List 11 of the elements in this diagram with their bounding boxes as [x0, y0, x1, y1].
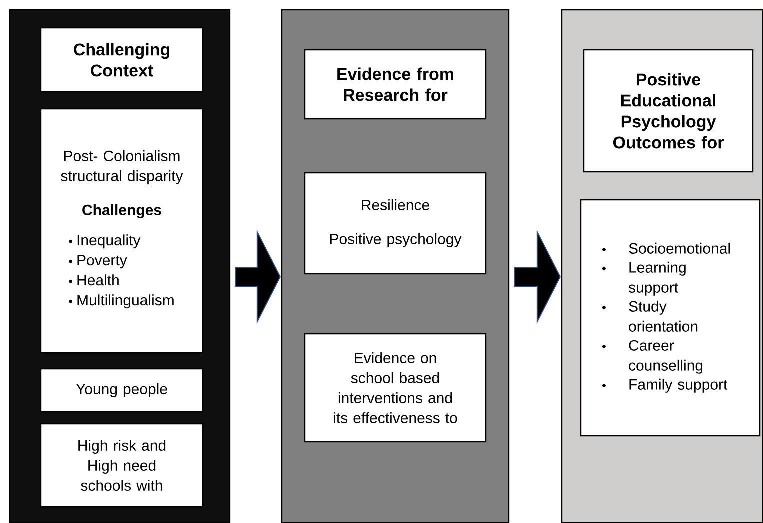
- text-box: Evidence on school based interventions and its effectiveness to: [304, 333, 487, 443]
- block-arrow: [514, 230, 561, 324]
- heading-box: Positive Educational Psychology Outcomes for: [583, 49, 754, 173]
- text-box: Post- Colonialism structural disparity Challenges Inequality Poverty Health Multilingualism: [40, 108, 204, 354]
- heading-box: Evidence from Research for: [304, 49, 487, 120]
- text-box: Resilience Positive psychology: [304, 172, 487, 275]
- block-arrow: [235, 230, 281, 324]
- text-box: Young people: [40, 368, 204, 413]
- heading-box: Challenging Context: [40, 27, 204, 93]
- text-box: High risk and High need schools with: [40, 423, 204, 508]
- list-box: Socioemotional Learning support Study orientation Career counselling Family support: [580, 199, 761, 437]
